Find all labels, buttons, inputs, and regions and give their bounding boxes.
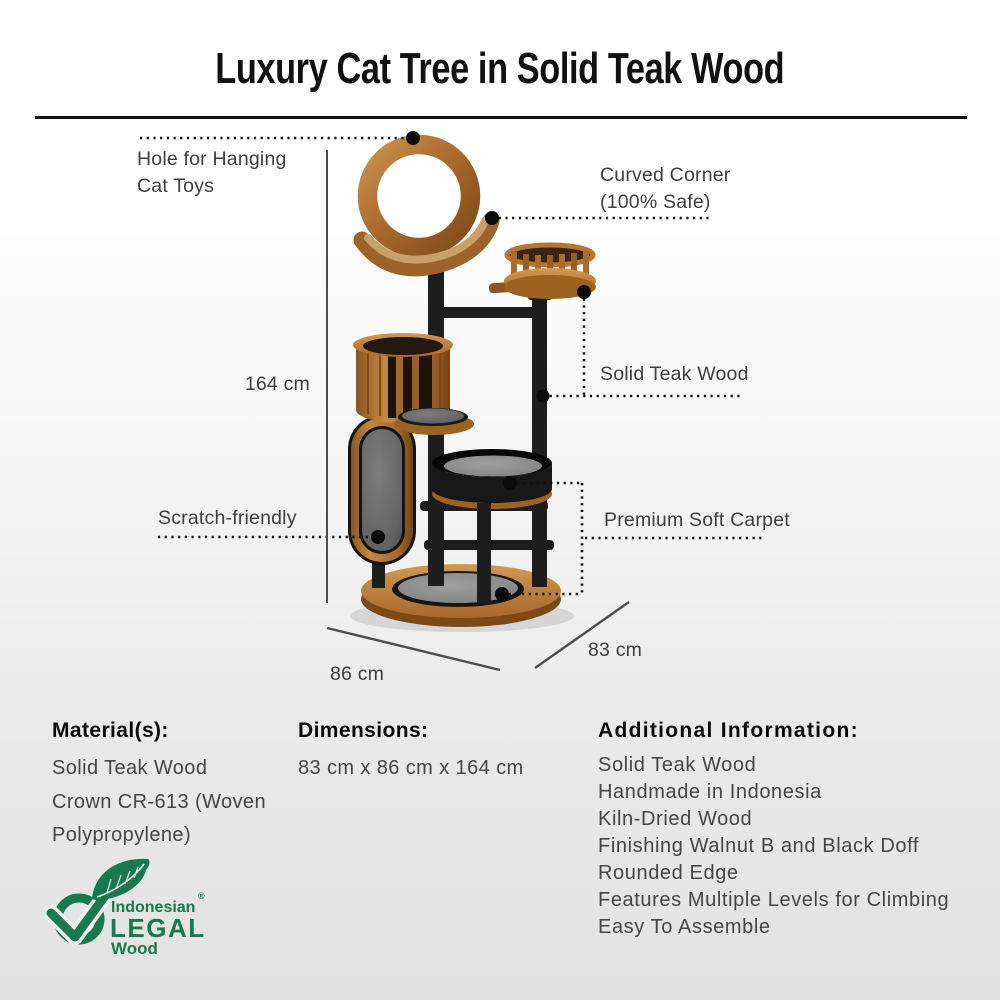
materials-line: Solid Teak Wood [52, 757, 208, 779]
additional-info-item: Handmade in Indonesia [598, 781, 822, 803]
materials-heading: Material(s): [52, 719, 169, 742]
materials-line: Crown CR-613 (Woven Polypropylene) [52, 790, 266, 847]
base-platform [361, 564, 561, 627]
materials-section: Material(s): Solid Teak Wood Crown CR-61… [52, 719, 292, 853]
additional-info-item: Solid Teak Wood [598, 754, 757, 776]
additional-info-heading: Additional Information: [598, 719, 859, 742]
additional-info-item: Kiln-Dried Wood [598, 808, 753, 830]
callout-curved-corner: Curved Corner (100% Safe) [600, 164, 731, 213]
additional-info-item: Easy To Assemble [598, 916, 771, 938]
top-ring [353, 134, 500, 277]
additional-info-item: Features Multiple Levels for Climbing [598, 889, 950, 911]
barrel-house [353, 333, 474, 435]
callout-width: 86 cm [330, 663, 385, 685]
additional-info-section: Additional Information: Solid Teak Wood … [598, 719, 998, 941]
indonesian-legal-wood-logo: Indonesian ® LEGAL Wood [45, 858, 206, 958]
title-divider [35, 116, 967, 119]
page-title: Luxury Cat Tree in Solid Teak Wood [215, 44, 785, 93]
logo-text-indonesian: Indonesian [111, 899, 195, 916]
dimensions-heading: Dimensions: [298, 719, 429, 742]
logo-text-wood: Wood [111, 939, 158, 958]
callout-solid-teak: Solid Teak Wood [600, 363, 749, 385]
additional-info-item: Finishing Walnut B and Black Doff [598, 835, 920, 857]
additional-info-item: Rounded Edge [598, 862, 739, 884]
callout-height: 164 cm [244, 373, 310, 395]
basket-platform [488, 242, 596, 300]
logo-registered-mark: ® [198, 891, 205, 901]
legal-wood-mark-icon [45, 858, 150, 945]
callout-scratch-friendly: Scratch-friendly [158, 507, 297, 529]
leader-dots [371, 131, 591, 601]
scratcher-pad [348, 415, 416, 565]
page-title-wrap: Luxury Cat Tree in Solid Teak Wood [0, 44, 1000, 94]
callout-depth: 83 cm [588, 639, 643, 661]
callout-hanging-hole: Hole for Hanging Cat Toys [137, 148, 287, 197]
callout-premium-carpet: Premium Soft Carpet [604, 509, 790, 531]
leader-lines [140, 136, 765, 596]
dimensions-value: 83 cm x 86 cm x 164 cm [298, 757, 524, 779]
logo-text-legal: LEGAL [110, 913, 206, 943]
dimension-lines [326, 150, 630, 672]
mid-platform [432, 449, 552, 603]
dimensions-section: Dimensions: 83 cm x 86 cm x 164 cm [298, 719, 578, 786]
